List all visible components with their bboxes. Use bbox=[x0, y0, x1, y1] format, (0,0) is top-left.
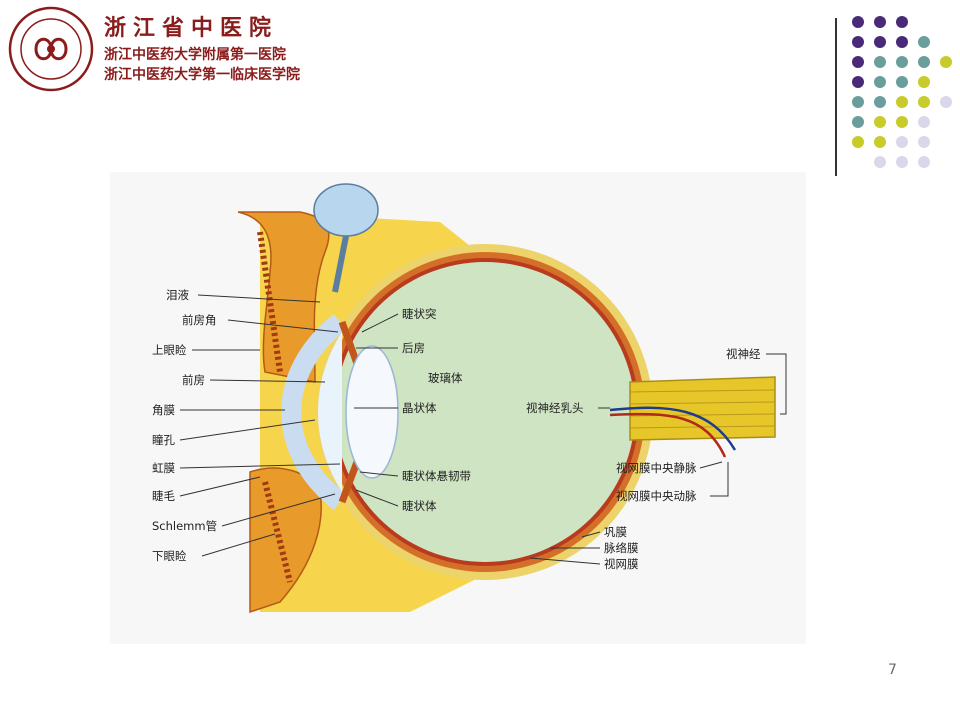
dot-row-5 bbox=[852, 96, 952, 108]
eye-anatomy-figure: 泪液 前房角 上眼睑 前房 角膜 瞳孔 虹膜 睫毛 Schlemm管 下眼睑 睫… bbox=[110, 172, 806, 644]
label-schlemm-canal: Schlemm管 bbox=[152, 519, 217, 533]
leader-sclera bbox=[581, 531, 601, 538]
optic-nerve-shape bbox=[629, 376, 776, 441]
leader-lower-eyelid bbox=[201, 533, 276, 557]
label-choroid: 脉络膜 bbox=[604, 541, 639, 555]
lacrimal-gland bbox=[313, 183, 379, 293]
leader-eyelash bbox=[179, 476, 261, 497]
leader-zonule bbox=[359, 471, 399, 477]
dot-row-3 bbox=[852, 56, 952, 68]
dot-row-6 bbox=[852, 116, 930, 128]
hospital-name: 浙江省中医院 bbox=[104, 15, 279, 41]
lower-tarsal-gland bbox=[262, 481, 293, 583]
leader-schlemm-canal bbox=[221, 493, 336, 527]
label-zonule: 睫状体悬韧带 bbox=[402, 469, 471, 483]
leader-anterior-chamber bbox=[209, 379, 326, 383]
label-upper-eyelid: 上眼睑 bbox=[152, 343, 187, 357]
optic-nerve-fibers bbox=[629, 389, 776, 429]
label-pupil: 瞳孔 bbox=[152, 433, 175, 447]
cornea-shape bbox=[281, 314, 347, 510]
label-tear: 泪液 bbox=[166, 288, 189, 302]
label-sclera: 巩膜 bbox=[604, 525, 627, 539]
label-group-left: 泪液 前房角 上眼睑 前房 角膜 瞳孔 虹膜 睫毛 Schlemm管 下眼睑 bbox=[152, 288, 341, 563]
leader-anterior-chamber-angle bbox=[227, 319, 339, 333]
dot-row-8 bbox=[874, 156, 930, 168]
label-central-retinal-artery: 视网膜中央动脉 bbox=[616, 489, 697, 503]
label-ciliary-body: 睫状体 bbox=[402, 499, 437, 513]
label-posterior-chamber: 后房 bbox=[402, 341, 425, 355]
dot-row-4 bbox=[852, 76, 930, 88]
central-retinal-vein-line bbox=[609, 412, 727, 458]
dot-row-7 bbox=[852, 136, 930, 148]
central-retinal-artery-line bbox=[609, 406, 737, 451]
lens-shape bbox=[345, 345, 399, 479]
leader-central-retinal-vein bbox=[699, 461, 723, 469]
leader-pupil bbox=[179, 419, 316, 441]
hospital-logo bbox=[8, 6, 94, 92]
label-iris: 虹膜 bbox=[152, 461, 175, 475]
label-cornea: 角膜 bbox=[152, 403, 175, 417]
leader-optic-nerve bbox=[766, 353, 787, 415]
label-vitreous-body: 玻璃体 bbox=[428, 371, 463, 385]
leader-ciliary-process bbox=[361, 313, 399, 333]
page-number: 7 bbox=[888, 662, 897, 678]
label-anterior-chamber-angle: 前房角 bbox=[182, 313, 217, 327]
label-eyelash: 睫毛 bbox=[152, 489, 175, 503]
label-retina: 视网膜 bbox=[604, 557, 639, 571]
label-ciliary-process: 睫状突 bbox=[402, 307, 437, 321]
label-optic-disc: 视神经乳头 bbox=[526, 401, 584, 415]
label-central-retinal-vein: 视网膜中央静脉 bbox=[616, 461, 697, 475]
leader-central-retinal-artery bbox=[710, 462, 729, 497]
leader-ciliary-body bbox=[355, 489, 399, 507]
label-lens: 晶状体 bbox=[402, 401, 437, 415]
dot-row-1 bbox=[852, 16, 908, 28]
leader-tear bbox=[197, 294, 321, 303]
vitreous-body-fill bbox=[335, 262, 635, 562]
hospital-subtitle-2: 浙江中医药大学第一临床医学院 bbox=[104, 67, 300, 83]
anterior-chamber-fill bbox=[318, 332, 342, 492]
header-divider bbox=[835, 18, 837, 176]
leader-iris bbox=[179, 463, 341, 469]
hospital-subtitle-1: 浙江中医药大学附属第一医院 bbox=[104, 47, 286, 63]
dot-row-2 bbox=[852, 36, 930, 48]
label-optic-nerve: 视神经 bbox=[726, 347, 761, 361]
label-anterior-chamber: 前房 bbox=[182, 373, 205, 387]
lower-eyelid-shape bbox=[249, 467, 322, 614]
decorative-dot-grid bbox=[852, 16, 952, 168]
leader-retina bbox=[529, 557, 601, 565]
label-group-inner: 睫状突 后房 玻璃体 晶状体 睫状体悬韧带 睫状体 bbox=[354, 307, 471, 513]
label-lower-eyelid: 下眼睑 bbox=[152, 549, 187, 563]
label-group-right: 视神经 视神经乳头 视网膜中央静脉 视网膜中央动脉 巩膜 脉络膜 视网膜 bbox=[526, 347, 787, 571]
